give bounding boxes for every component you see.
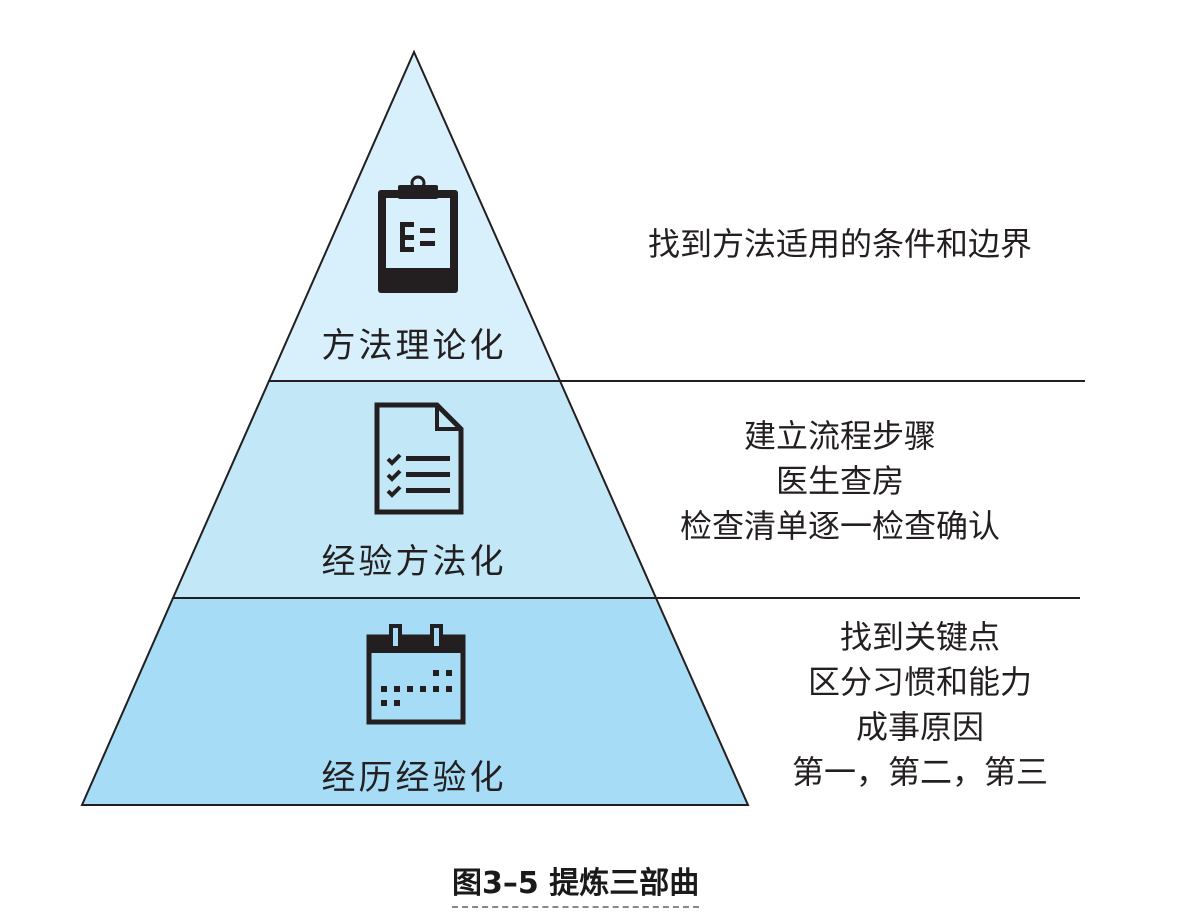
level-label-middle: 经验方法化: [321, 542, 507, 582]
description-top: 找到方法适用的条件和边界: [600, 222, 1080, 267]
description-line: 找到方法适用的条件和边界: [647, 225, 1032, 263]
description-middle: 建立流程步骤 医生查房 检查清单逐一检查确认: [600, 414, 1080, 549]
level-label-top: 方法理论化: [321, 326, 507, 366]
figure-caption: 图3–5 提炼三部曲: [452, 858, 700, 908]
description-line: 建立流程步骤: [743, 417, 936, 455]
description-line: 医生查房: [775, 462, 904, 500]
description-line: 第一，第二，第三: [791, 753, 1048, 791]
checklist-icon: [374, 402, 464, 515]
description-bottom: 找到关键点 区分习惯和能力 成事原因 第一，第二，第三: [680, 615, 1160, 795]
description-line: 检查清单逐一检查确认: [679, 507, 1000, 545]
calendar-icon: [366, 624, 466, 725]
description-line: 区分习惯和能力: [807, 663, 1032, 701]
clipboard-icon: [378, 175, 458, 293]
level-label-bottom: 经历经验化: [321, 758, 507, 798]
description-line: 找到关键点: [839, 618, 1000, 656]
description-line: 成事原因: [855, 708, 984, 746]
pyramid-bottom-tier: [80, 597, 750, 806]
